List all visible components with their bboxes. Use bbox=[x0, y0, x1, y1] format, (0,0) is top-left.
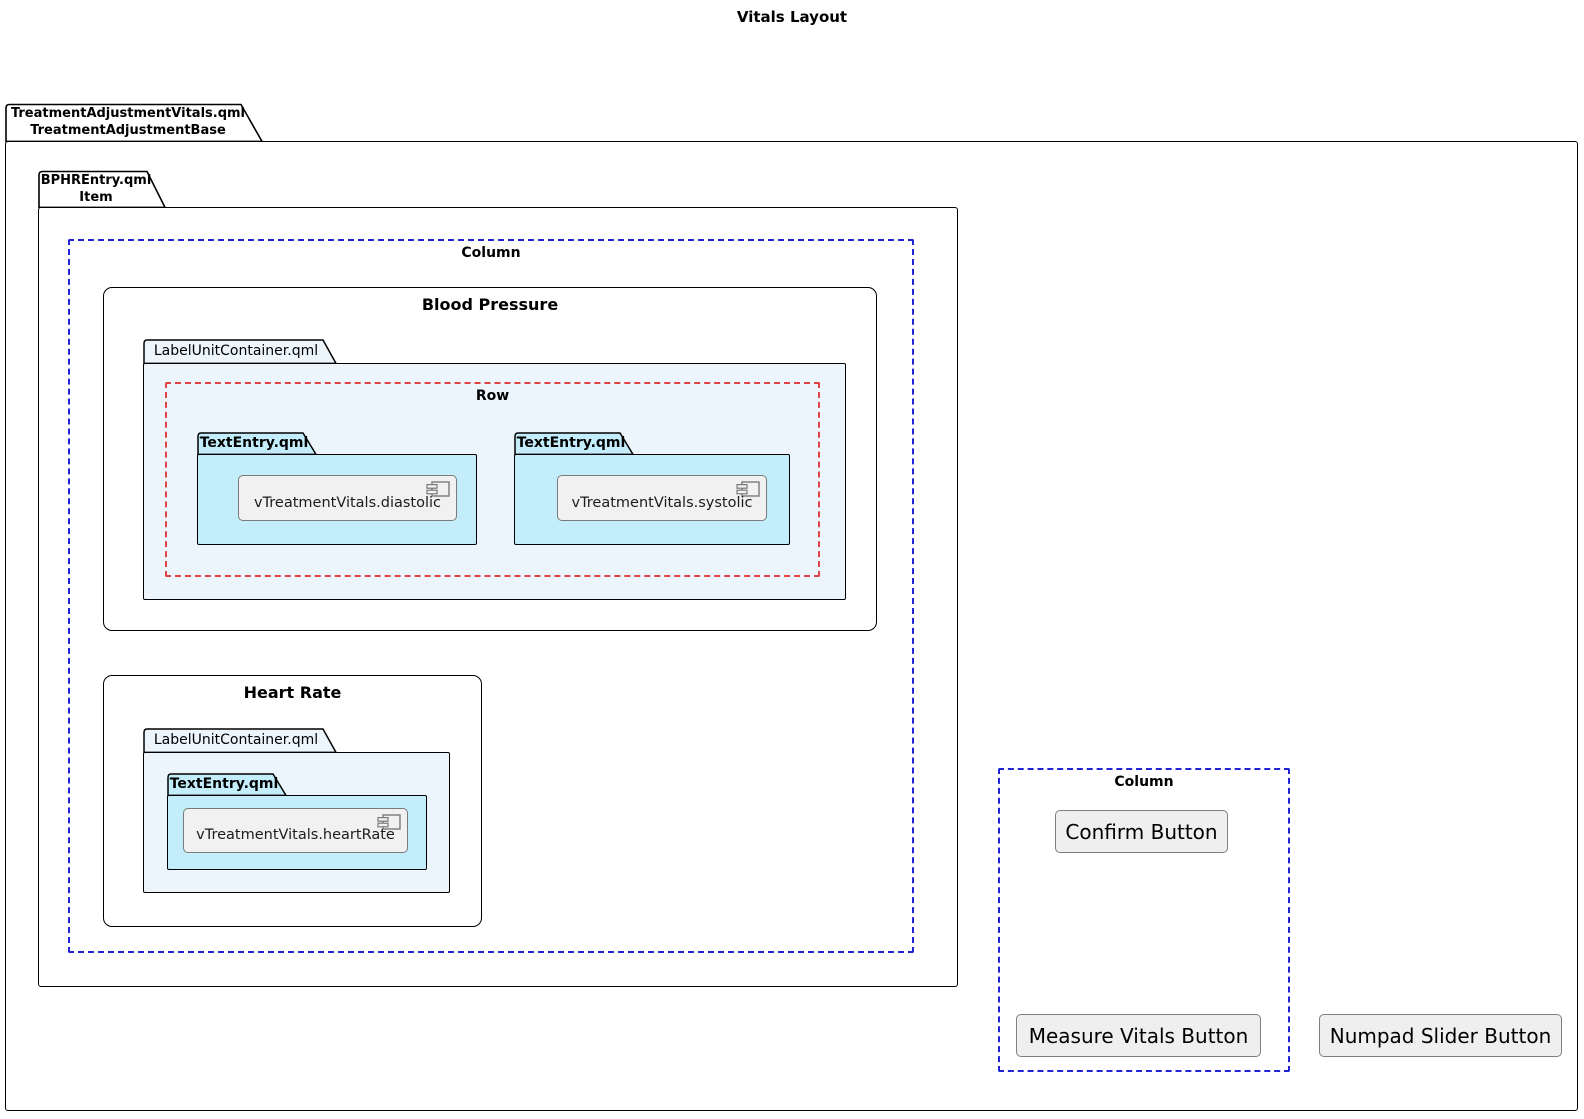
component-heart-rate-label: vTreatmentVitals.heartRate bbox=[196, 827, 395, 843]
blood-pressure-title: Blood Pressure bbox=[421, 295, 559, 314]
diagram-title: Vitals Layout bbox=[736, 8, 848, 26]
component-systolic: vTreatmentVitals.systolic bbox=[557, 475, 767, 521]
label-unit-container-bp-label: LabelUnitContainer.qml bbox=[153, 343, 319, 359]
right-column-container: Column bbox=[998, 768, 1290, 1072]
package-bphrentry-label: BPHREntry.qml Item bbox=[38, 172, 154, 206]
package-treatment-adjustment-vitals-label: TreatmentAdjustmentVitals.qml TreatmentA… bbox=[5, 105, 251, 139]
label-unit-container-hr-label: LabelUnitContainer.qml bbox=[153, 732, 319, 748]
package-stereotype: TreatmentAdjustmentBase bbox=[30, 123, 226, 138]
numpad-slider-button-node: Numpad Slider Button bbox=[1319, 1014, 1562, 1057]
package-bphrentry-tab bbox=[38, 170, 166, 208]
component-diastolic: vTreatmentVitals.diastolic bbox=[238, 475, 457, 521]
confirm-button-node: Confirm Button bbox=[1055, 810, 1228, 853]
left-column-container: Column bbox=[68, 239, 914, 953]
package-treatment-adjustment-vitals-tab bbox=[5, 103, 263, 142]
component-icon bbox=[377, 814, 401, 830]
component-systolic-label: vTreatmentVitals.systolic bbox=[571, 495, 753, 511]
text-entry-diastolic-tab bbox=[197, 432, 317, 455]
component-icon bbox=[736, 481, 760, 497]
row-label: Row bbox=[475, 388, 510, 404]
measure-vitals-button-node: Measure Vitals Button bbox=[1016, 1014, 1261, 1057]
text-entry-heart-rate-label: TextEntry.qml bbox=[169, 776, 279, 792]
package-stereotype: Item bbox=[79, 190, 113, 205]
label-unit-container-bp-tab bbox=[143, 339, 337, 364]
left-column-label: Column bbox=[461, 245, 521, 261]
text-entry-heart-rate-tab bbox=[167, 773, 287, 796]
component-diastolic-label: vTreatmentVitals.diastolic bbox=[253, 495, 441, 511]
package-name: BPHREntry.qml bbox=[40, 173, 152, 188]
text-entry-systolic-tab bbox=[514, 432, 634, 455]
text-entry-diastolic-label: TextEntry.qml bbox=[199, 435, 309, 451]
heart-rate-title: Heart Rate bbox=[243, 683, 342, 702]
component-heart-rate: vTreatmentVitals.heartRate bbox=[183, 808, 408, 853]
package-name: TreatmentAdjustmentVitals.qml bbox=[10, 106, 246, 121]
component-icon bbox=[426, 481, 450, 497]
label-unit-container-hr-tab bbox=[143, 728, 337, 753]
right-column-label: Column bbox=[1114, 774, 1174, 790]
text-entry-systolic-label: TextEntry.qml bbox=[516, 435, 626, 451]
row-container: Row bbox=[165, 382, 820, 577]
